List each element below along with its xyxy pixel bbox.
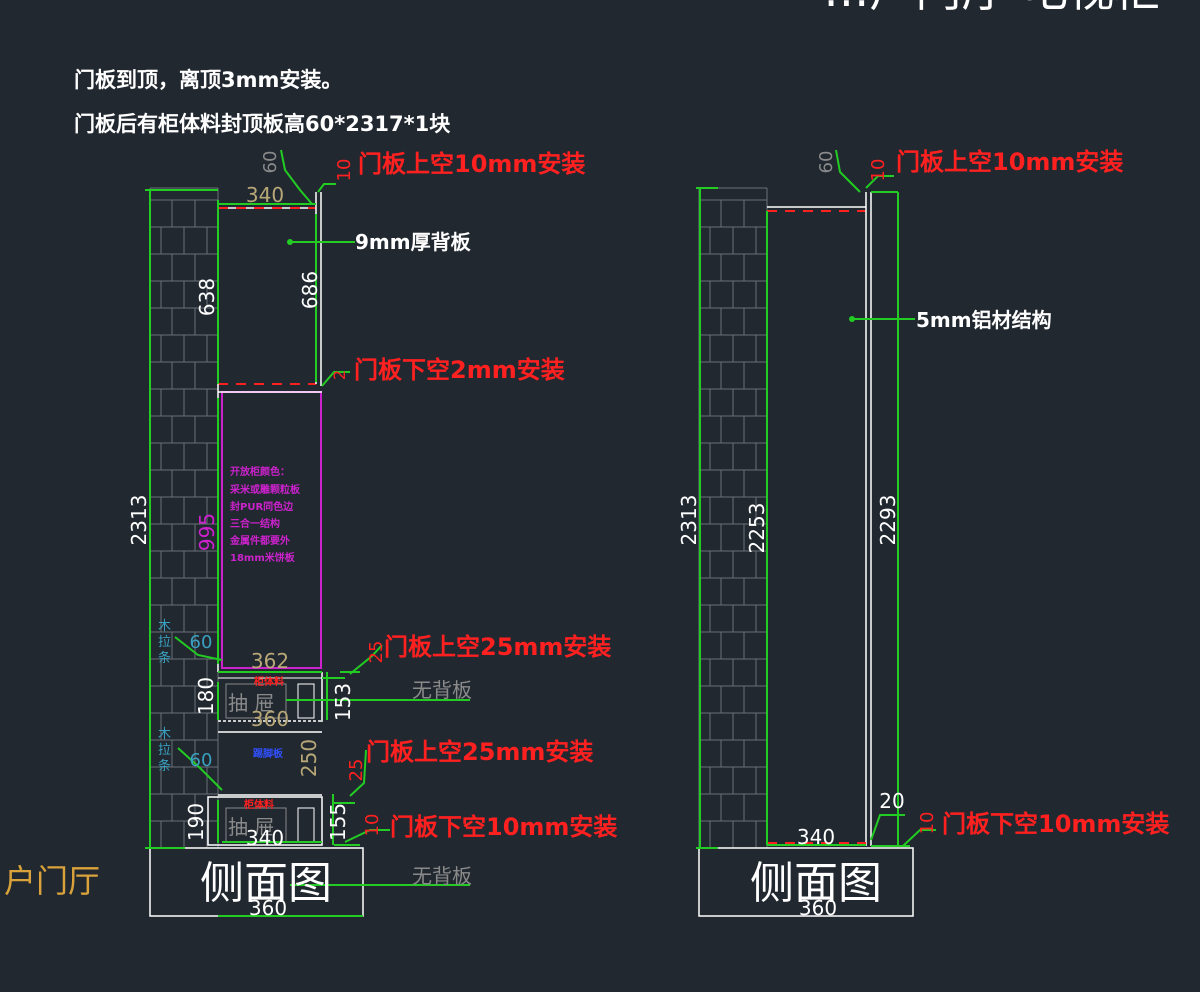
right-label-alu-structure: 5mm铝材结构 (916, 308, 1052, 332)
open-cabinet (221, 391, 322, 669)
left-label-door-bottom-gap-2: 门板下空2mm安装 (354, 356, 565, 384)
left-dim-bottom-2: 2 (330, 370, 349, 380)
open-cabinet-note-4: 金属件都要外 (229, 534, 290, 547)
open-cabinet-note-0: 开放柜颜色： (230, 465, 290, 478)
left-label-door-top-gap-25-a: 门板上空25mm安装 (384, 633, 611, 661)
left-dim-open2-height: 250 (297, 739, 321, 777)
open-cabinet-note-2: 封PUR同色边 (230, 500, 294, 513)
left-dim-gap-25-a: 25 (366, 641, 387, 664)
right-label-door-bottom-gap: 门板下空10mm安装 (942, 810, 1169, 838)
left-dim-strip-60-b: 60 (190, 750, 213, 771)
left-dim-drawer2-width: 340 (246, 826, 284, 850)
left-label-no-back-b: 无背板 (412, 864, 472, 888)
drawer-1-label: 抽 屉 (228, 691, 274, 715)
cabinet-material-1: 柜体料 (253, 675, 284, 688)
left-dim-strip-60-a: 60 (190, 632, 213, 653)
right-label-door-top-gap: 门板上空10mm安装 (896, 148, 1123, 176)
wood-strip-b-0: 木 (158, 727, 171, 742)
wood-strip-b-1: 拉 (158, 743, 171, 758)
left-view-name: 侧面图 (200, 858, 332, 909)
open-cabinet-note: 开放柜颜色： 采米或雕颗粒板 封PUR同色边 三合一结构 金属件都要外 18mm… (229, 465, 301, 564)
open-cabinet-note-3: 三合一结构 (230, 517, 280, 530)
left-dim-drawer2-height: 190 (184, 803, 208, 841)
right-wall-hatch (698, 187, 768, 916)
right-dim-overall: 2313 (677, 495, 701, 546)
skirting-label: 踢脚板 (253, 747, 284, 760)
note-line-1: 门板到顶，离顶3mm安装。 (74, 68, 342, 92)
right-dim-door: 2293 (876, 495, 900, 546)
right-view: 2313 2253 2293 60 10 20 10 340 360 门板上空1… (677, 148, 1169, 920)
wood-strip-a-1: 拉 (158, 635, 171, 650)
left-dim-drawer1-width: 360 (251, 707, 289, 731)
drawer-2-label: 抽 屉 (228, 815, 274, 839)
left-dim-top-10: 10 (334, 159, 355, 182)
right-dim-bottom-20: 20 (879, 789, 904, 813)
note-line-2: 门板后有柜体料封顶板高60*2317*1块 (74, 112, 451, 136)
left-label-back-panel: 9mm厚背板 (355, 230, 472, 254)
left-dim-drawer2-door: 155 (326, 803, 350, 841)
left-label-no-back-a: 无背板 (412, 678, 472, 702)
cabinet-material-2: 柜体料 (243, 798, 274, 811)
right-dim-top-10: 10 (868, 159, 889, 182)
left-dim-overall: 2313 (127, 495, 151, 546)
wood-strip-a-2: 条 (158, 650, 171, 666)
left-view: 开放柜颜色： 采米或雕颗粒板 封PUR同色边 三合一结构 金属件都要外 18mm… (127, 149, 617, 920)
room-label: 户门厅 (4, 862, 100, 900)
wood-strip-b-2: 条 (158, 758, 171, 774)
left-dim-gap-25-b: 25 (346, 759, 367, 782)
left-label-door-top-gap-25-b: 门板上空25mm安装 (366, 738, 593, 766)
right-base (698, 847, 914, 917)
left-dim-base-width: 360 (249, 896, 287, 920)
right-dim-bottom-width: 340 (797, 825, 835, 849)
left-dim-upper-door: 686 (298, 271, 322, 309)
left-label-door-bottom-gap-10: 门板下空10mm安装 (390, 813, 617, 841)
left-dim-upper-inner: 638 (195, 278, 219, 316)
wood-strip-a-0: 木 (158, 619, 171, 634)
left-label-door-top-gap: 门板上空10mm安装 (358, 150, 585, 178)
open-cabinet-note-5: 18mm米饼板 (230, 551, 296, 564)
left-dim-open-height: 995 (195, 513, 219, 551)
right-dim-top-60: 60 (816, 151, 837, 174)
left-dim-top-60: 60 (260, 151, 281, 174)
open-cabinet-note-1: 采米或雕颗粒板 (229, 483, 301, 496)
left-dim-bottom-10: 10 (362, 814, 383, 837)
left-dim-drawer1-door: 153 (331, 683, 355, 721)
left-dim-open-width: 362 (251, 649, 289, 673)
left-dim-top-width: 340 (246, 183, 284, 207)
left-dim-drawer1-height: 180 (194, 677, 218, 715)
right-dim-bottom-10: 10 (917, 812, 938, 835)
right-dim-inner: 2253 (745, 503, 769, 554)
drawing-title: …户门厅 电视柜 (823, 0, 1160, 17)
right-view-name: 侧面图 (750, 858, 882, 909)
right-dim-base-width: 360 (799, 896, 837, 920)
